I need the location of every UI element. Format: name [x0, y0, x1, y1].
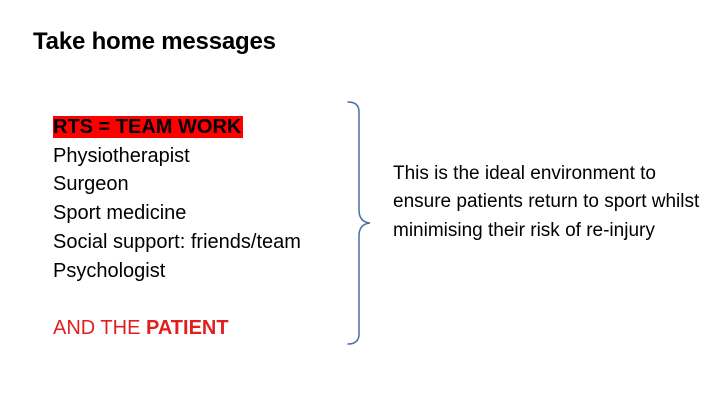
list-item-psychologist: Psychologist	[53, 259, 166, 282]
team-list: RTS = TEAM WORK Physiotherapist Surgeon …	[53, 113, 301, 343]
summary-note: This is the ideal environment to ensure …	[393, 163, 700, 241]
highlighted-text: RTS = TEAM WORK	[53, 116, 244, 138]
list-item-sport-medicine: Sport medicine	[53, 202, 187, 225]
list-item-physiotherapist: Physiotherapist	[53, 144, 190, 167]
list-item-surgeon: Surgeon	[53, 173, 129, 196]
slide-title: Take home messages	[33, 28, 276, 55]
closing-line: AND THE PATIENT	[53, 314, 301, 343]
team-work-heading: RTS = TEAM WORK	[53, 113, 301, 142]
list-item-social-support: Social support: friends/team	[53, 230, 301, 253]
list-spacer	[53, 285, 301, 314]
closing-prefix: AND THE	[53, 316, 146, 339]
closing-emphasis: PATIENT	[145, 316, 229, 339]
right-curly-brace	[347, 101, 371, 345]
